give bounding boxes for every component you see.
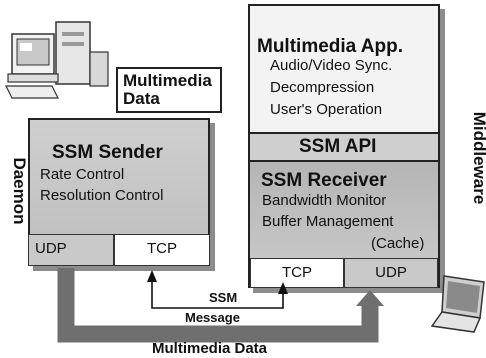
desktop-computer-clipart [5,21,109,99]
app-user-operation: User's Operation [270,101,383,118]
app-av-sync: Audio/Video Sync. [270,57,393,74]
sender-udp-port: UDP [28,234,114,266]
multimedia-data-line2: Data [123,89,160,108]
multimedia-app-block [250,6,438,132]
multimedia-data-flow-label: Multimedia Data [152,340,268,357]
ssm-api-block [250,132,438,162]
ssm-message-label-line2: Message [185,310,240,325]
multimedia-data-line1: Multimedia [123,71,212,90]
receiver-udp-port: UDP [344,258,438,288]
laptop-icon [430,275,485,333]
ssm-message-arrowhead-right [278,282,288,294]
receiver-buffer-management: Buffer Management [262,213,394,230]
ssm-message-arrow [151,280,284,309]
receiver-bandwidth-monitor: Bandwidth Monitor [262,192,387,209]
sender-rate-control: Rate Control [40,166,125,183]
multimedia-data-arrow [57,268,379,343]
multimedia-app-title: Multimedia App. [257,36,404,57]
app-decompression: Decompression [270,79,375,96]
ssm-message-label-line1: SSM [209,290,238,305]
sender-tcp-port: TCP [114,234,210,266]
ssm-receiver-title: SSM Receiver [261,170,387,191]
receiver-cache: (Cache) [371,235,425,252]
multimedia-data-arrowhead [356,290,384,306]
ssm-receiver-block [250,162,438,258]
ssm-sender-title: SSM Sender [52,142,163,163]
ssm-message-arrowhead-left [147,270,157,282]
multimedia-data-box: Multimedia Data [116,67,222,113]
receiver-tcp-port: TCP [250,258,344,288]
ssm-api-title: SSM API [299,136,377,157]
sender-resolution-control: Resolution Control [40,187,164,204]
